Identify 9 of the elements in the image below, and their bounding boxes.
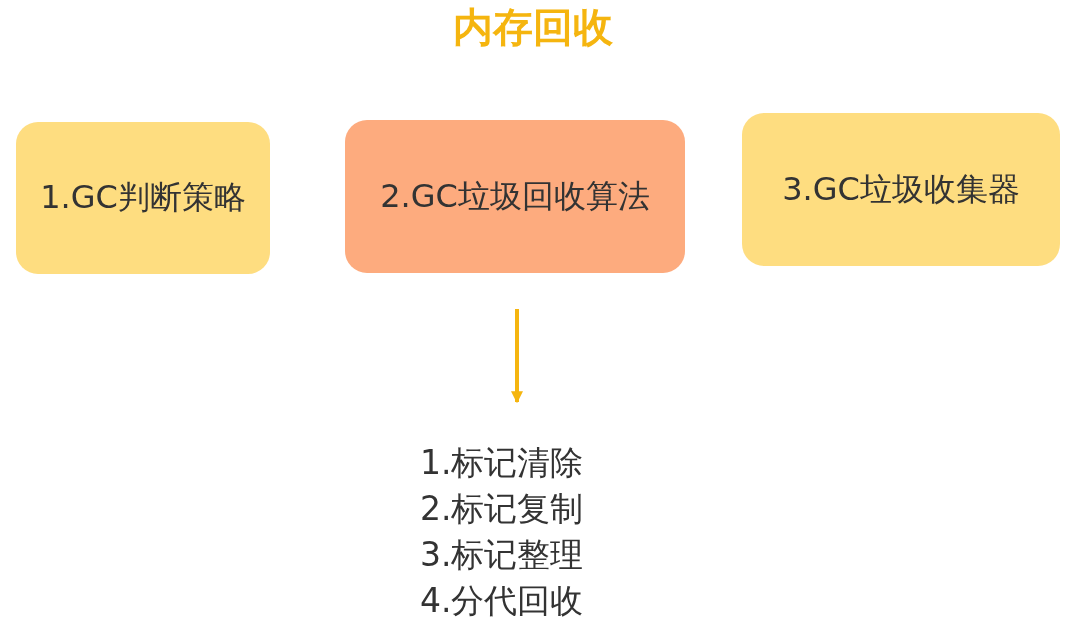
- arrow: [511, 309, 523, 404]
- title: 内存回收: [451, 3, 614, 52]
- list-item: 4.分代回收: [420, 580, 584, 622]
- list-item: 2.标记复制: [420, 488, 584, 530]
- list-item: 1.标记清除: [420, 442, 584, 484]
- rounded-box: 2.GC垃圾回收算法: [345, 120, 685, 273]
- rounded-box: 3.GC垃圾收集器: [742, 113, 1060, 266]
- rounded-box: 1.GC判断策略: [16, 122, 270, 274]
- list-item: 3.标记整理: [420, 534, 584, 576]
